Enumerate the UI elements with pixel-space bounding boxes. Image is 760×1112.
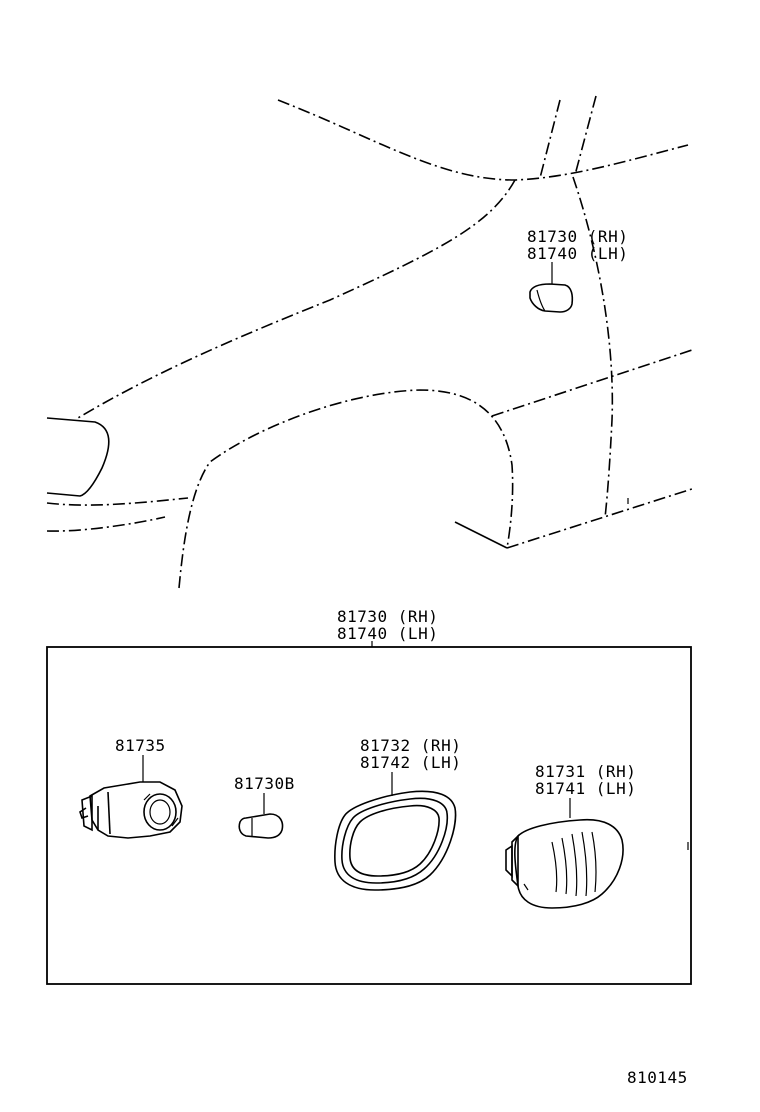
- wheel-arch: [178, 389, 514, 589]
- wedge-bulb: [238, 813, 284, 839]
- car-callout-lh: 81740 (LH): [527, 244, 628, 263]
- part-label-81732: 81732 (RH): [360, 736, 461, 755]
- headlamp-outline: [46, 417, 110, 497]
- part-label-81735: 81735: [115, 736, 166, 755]
- assembly-box: [46, 646, 692, 985]
- assembly-callout-rh: 81730 (RH): [337, 607, 438, 626]
- car-body-outline: [46, 95, 696, 589]
- side-marker-lens-line: [536, 289, 546, 312]
- assembly-callout-lh: 81740 (LH): [337, 624, 438, 643]
- door-front-edge: [572, 176, 614, 519]
- lens-gasket: [334, 790, 457, 891]
- bulb-socket: [79, 781, 183, 839]
- a-pillar-rear: [574, 95, 597, 176]
- rocker-line: [506, 487, 696, 549]
- fender-upper-line: [77, 179, 516, 419]
- part-label-81742: 81742 (LH): [360, 753, 461, 772]
- figure-number: 810145: [627, 1068, 688, 1087]
- bumper-line-upper: [46, 497, 189, 506]
- rocker-solid: [454, 521, 508, 549]
- part-label-81730b: 81730B: [234, 774, 295, 793]
- car-callout-rh: 81730 (RH): [527, 227, 628, 246]
- marker-lens: [505, 818, 624, 909]
- side-marker-on-car: [529, 283, 574, 313]
- part-label-81731: 81731 (RH): [535, 762, 636, 781]
- bumper-line-lower: [46, 516, 166, 532]
- part-label-81741: 81741 (LH): [535, 779, 636, 798]
- a-pillar-front: [539, 99, 561, 179]
- character-line: [491, 349, 693, 417]
- hood-line: [277, 99, 689, 181]
